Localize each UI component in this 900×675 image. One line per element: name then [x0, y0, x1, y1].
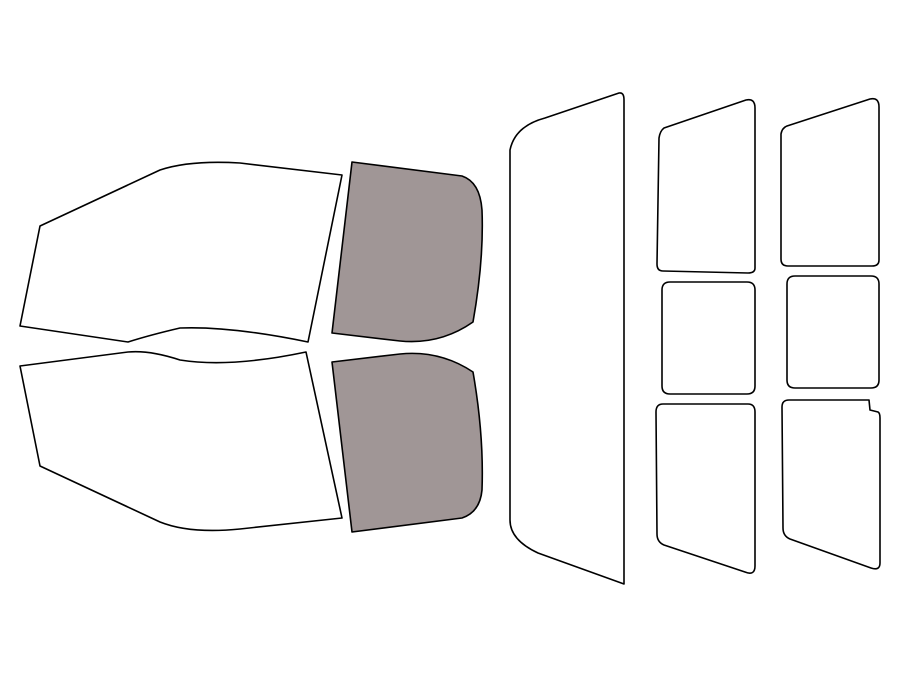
window-front-left-side[interactable]: [331, 161, 484, 343]
window-rear-right-lower[interactable]: [781, 399, 881, 570]
window-front-windshield-lower[interactable]: [19, 350, 343, 532]
window-front-right-side[interactable]: [331, 352, 484, 533]
window-rear-left-middle[interactable]: [661, 281, 756, 395]
window-rear-right-upper[interactable]: [780, 97, 880, 267]
window-rear-windshield[interactable]: [509, 92, 625, 585]
window-rear-left-upper[interactable]: [656, 98, 756, 274]
window-front-windshield-upper[interactable]: [19, 161, 343, 343]
window-rear-right-middle[interactable]: [786, 275, 880, 389]
window-rear-left-lower[interactable]: [655, 403, 756, 574]
